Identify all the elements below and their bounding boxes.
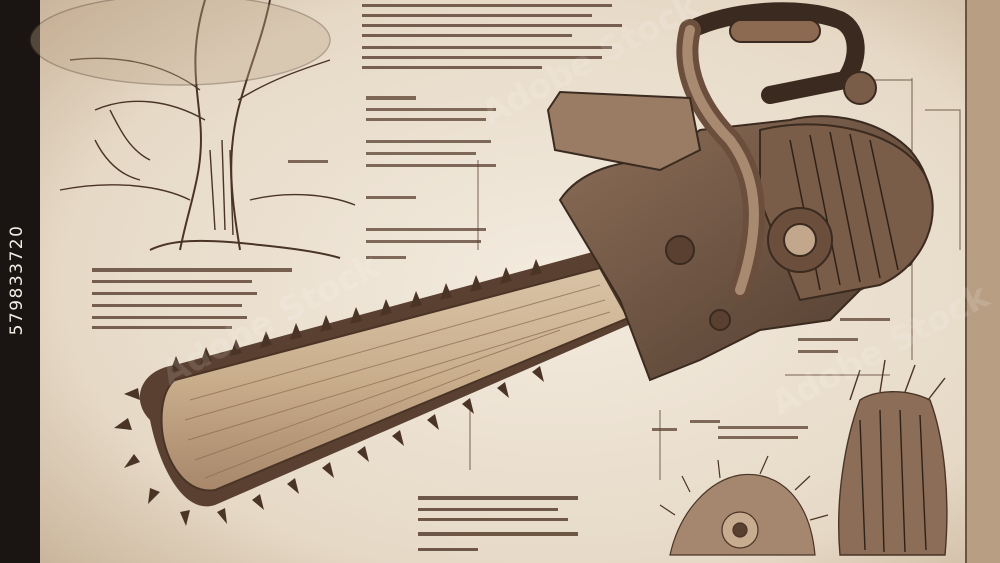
bar-wood-face — [160, 266, 630, 492]
stump-sketch — [838, 359, 948, 556]
text-block-left — [92, 268, 292, 329]
text-block-bottom — [418, 496, 578, 551]
handle-grip — [729, 19, 821, 43]
front-handle — [681, 2, 865, 104]
text-block-right — [652, 318, 890, 439]
text-block-mid — [288, 96, 496, 259]
text-block-top — [362, 4, 622, 69]
chainsaw-bar — [114, 250, 640, 526]
wood-debris-sketch — [659, 455, 829, 556]
chainsaw-body — [546, 2, 934, 382]
cap-knob — [843, 71, 877, 105]
engine-block — [546, 90, 702, 172]
chain-teeth — [114, 259, 544, 526]
tree-sketch — [29, 0, 356, 259]
stock-id-label: 579833720 — [7, 224, 27, 336]
